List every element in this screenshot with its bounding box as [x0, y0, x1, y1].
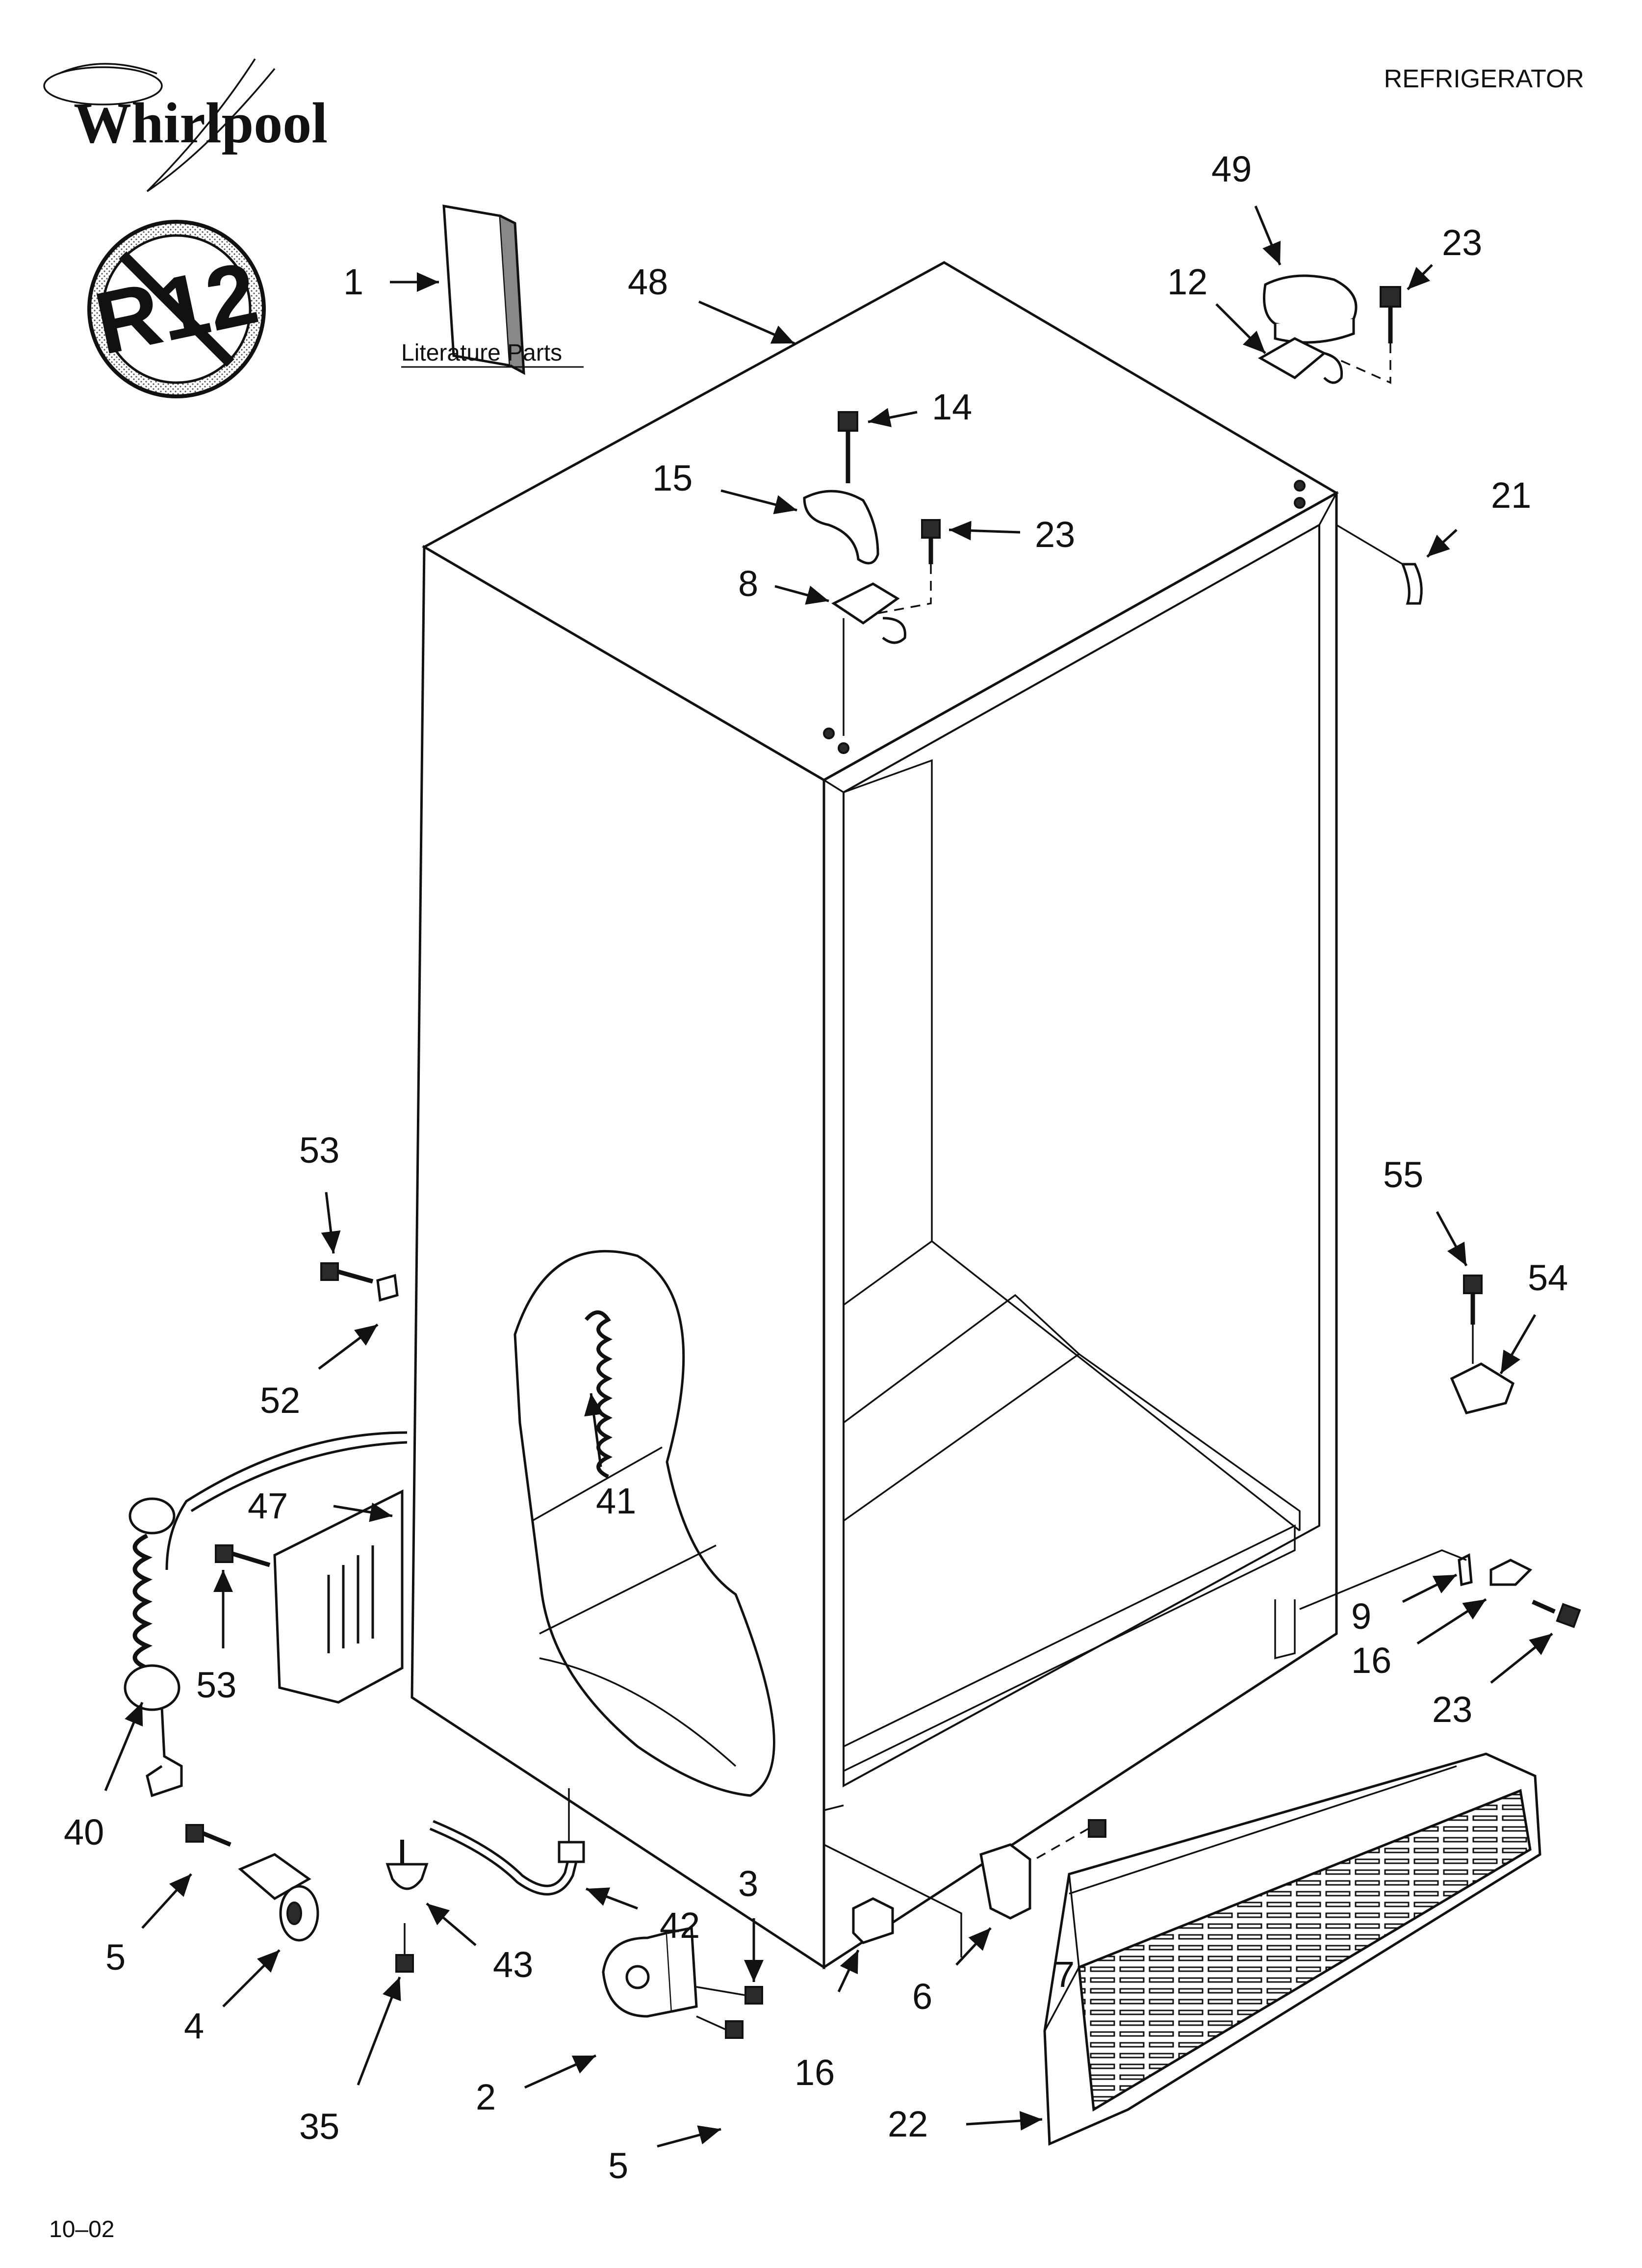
callout-23-lower-right: 23 — [1432, 1689, 1472, 1730]
no-r12-badge: R12 — [87, 220, 266, 398]
callout-5-left: 5 — [105, 1937, 126, 1978]
callout-8: 8 — [738, 563, 758, 604]
bottom-hardware — [185, 1788, 1106, 2039]
callout-7: 7 — [1054, 1954, 1075, 1995]
literature-label: Literature Parts — [401, 340, 562, 366]
whirlpool-logo: Whirlpool — [43, 58, 328, 192]
callout-21: 21 — [1491, 475, 1531, 516]
callout-53-lower: 53 — [196, 1665, 236, 1705]
callouts: 48 49 23 12 14 15 23 21 8 53 52 55 54 47… — [64, 149, 1568, 2186]
callout-23-top-right: 23 — [1442, 222, 1482, 263]
right-side-hardware — [1299, 1275, 1581, 1628]
top-hinge-hardware — [803, 274, 1423, 754]
callout-2: 2 — [476, 2077, 496, 2117]
prohibit-slash-icon — [119, 251, 234, 367]
callout-41: 41 — [596, 1481, 636, 1521]
callout-40: 40 — [64, 1812, 104, 1852]
base-grille — [1043, 1752, 1541, 2146]
callout-22: 22 — [888, 2104, 928, 2144]
callout-14: 14 — [932, 387, 972, 427]
callout-55: 55 — [1383, 1154, 1423, 1195]
callout-4: 4 — [184, 2006, 204, 2046]
literature-parts: Literature Parts 1 — [343, 204, 584, 375]
callout-9: 9 — [1351, 1596, 1371, 1637]
callout-23-mid: 23 — [1035, 514, 1075, 555]
logo-swirl-icon — [43, 66, 163, 105]
cabinet — [410, 261, 1339, 1970]
callout-16-bottom: 16 — [795, 2052, 835, 2093]
callout-53-upper: 53 — [299, 1130, 339, 1171]
left-side-hardware — [124, 1262, 408, 1798]
callout-6: 6 — [912, 1976, 932, 2017]
callout-35: 35 — [299, 2106, 339, 2147]
callout-48: 48 — [628, 261, 668, 302]
callout-47: 47 — [248, 1486, 288, 1526]
callout-52: 52 — [260, 1380, 300, 1421]
callout-42: 42 — [660, 1905, 700, 1946]
callout-54: 54 — [1528, 1257, 1568, 1298]
callout-49: 49 — [1211, 149, 1252, 189]
callout-16-right: 16 — [1351, 1640, 1391, 1681]
callout-3: 3 — [738, 1863, 758, 1904]
callout-12: 12 — [1167, 261, 1207, 302]
footer-date-code: 10–02 — [49, 2216, 114, 2242]
document-title: REFRIGERATOR — [1384, 65, 1584, 93]
callout-15: 15 — [652, 458, 693, 498]
brand-name: Whirlpool — [74, 91, 328, 155]
callout-43: 43 — [493, 1944, 533, 1985]
callout-1: 1 — [343, 261, 363, 302]
callout-5-bottom: 5 — [608, 2145, 628, 2186]
